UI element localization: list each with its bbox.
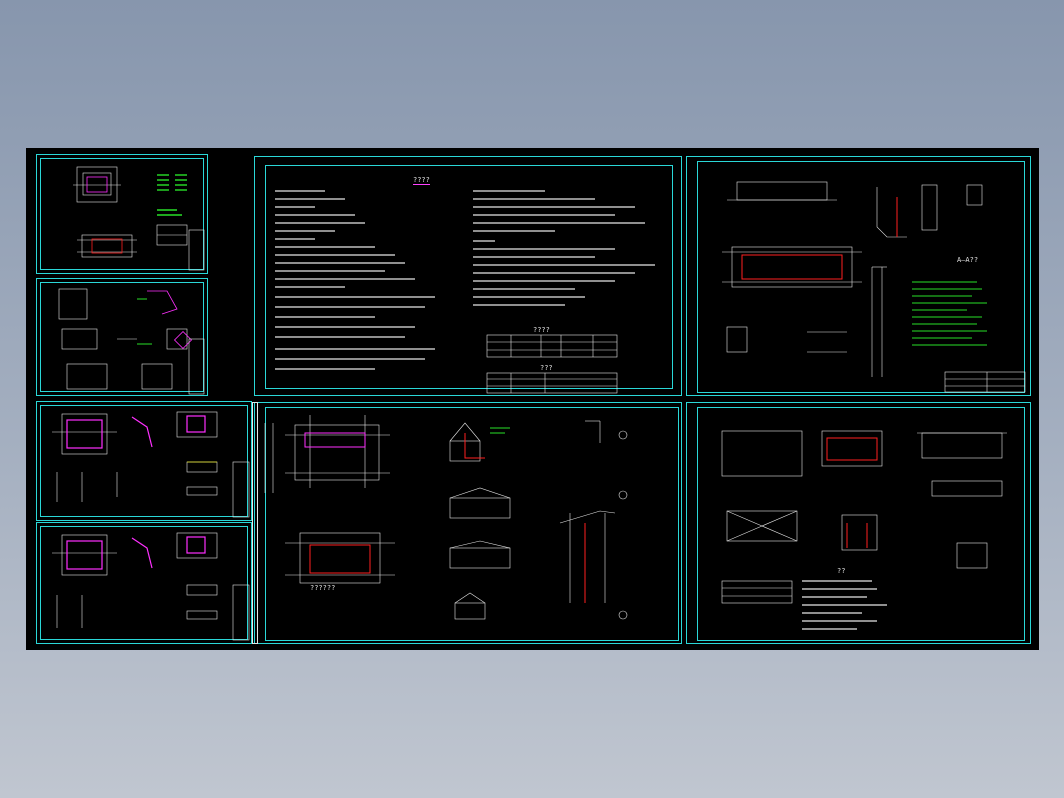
sheet-details[interactable]: ?? [686, 402, 1031, 644]
plans-drawing [264, 415, 628, 620]
sheet-left-4-drawing [52, 532, 250, 641]
sheet-left-3[interactable] [36, 401, 252, 521]
sheet-structure[interactable]: A—A?? [686, 156, 1031, 396]
sheet-left-4[interactable] [36, 522, 252, 644]
cad-drawing-canvas[interactable]: ???? [26, 148, 1039, 650]
structure-drawing [722, 181, 1026, 393]
sheet-design-notes[interactable]: ???? [254, 156, 682, 396]
sheet-left-3-drawing [52, 411, 250, 518]
sheet-left-2-drawing [58, 288, 205, 395]
sheet-plans-elevations[interactable]: ?????? [254, 402, 682, 644]
plan-label: ?????? [310, 584, 336, 592]
table-title-1: ???? [533, 326, 550, 334]
notes-title: ???? [413, 176, 430, 185]
notes-text-lines [275, 190, 655, 394]
note-header: ?? [837, 567, 846, 575]
section-label: A—A?? [957, 256, 979, 264]
sheet-left-2[interactable] [36, 278, 208, 396]
sheet-left-1[interactable] [36, 154, 208, 274]
table-title-2: ??? [540, 364, 553, 372]
title-strip [252, 402, 258, 644]
details-drawing [721, 430, 1007, 630]
sheet-left-1-drawing [73, 166, 205, 271]
